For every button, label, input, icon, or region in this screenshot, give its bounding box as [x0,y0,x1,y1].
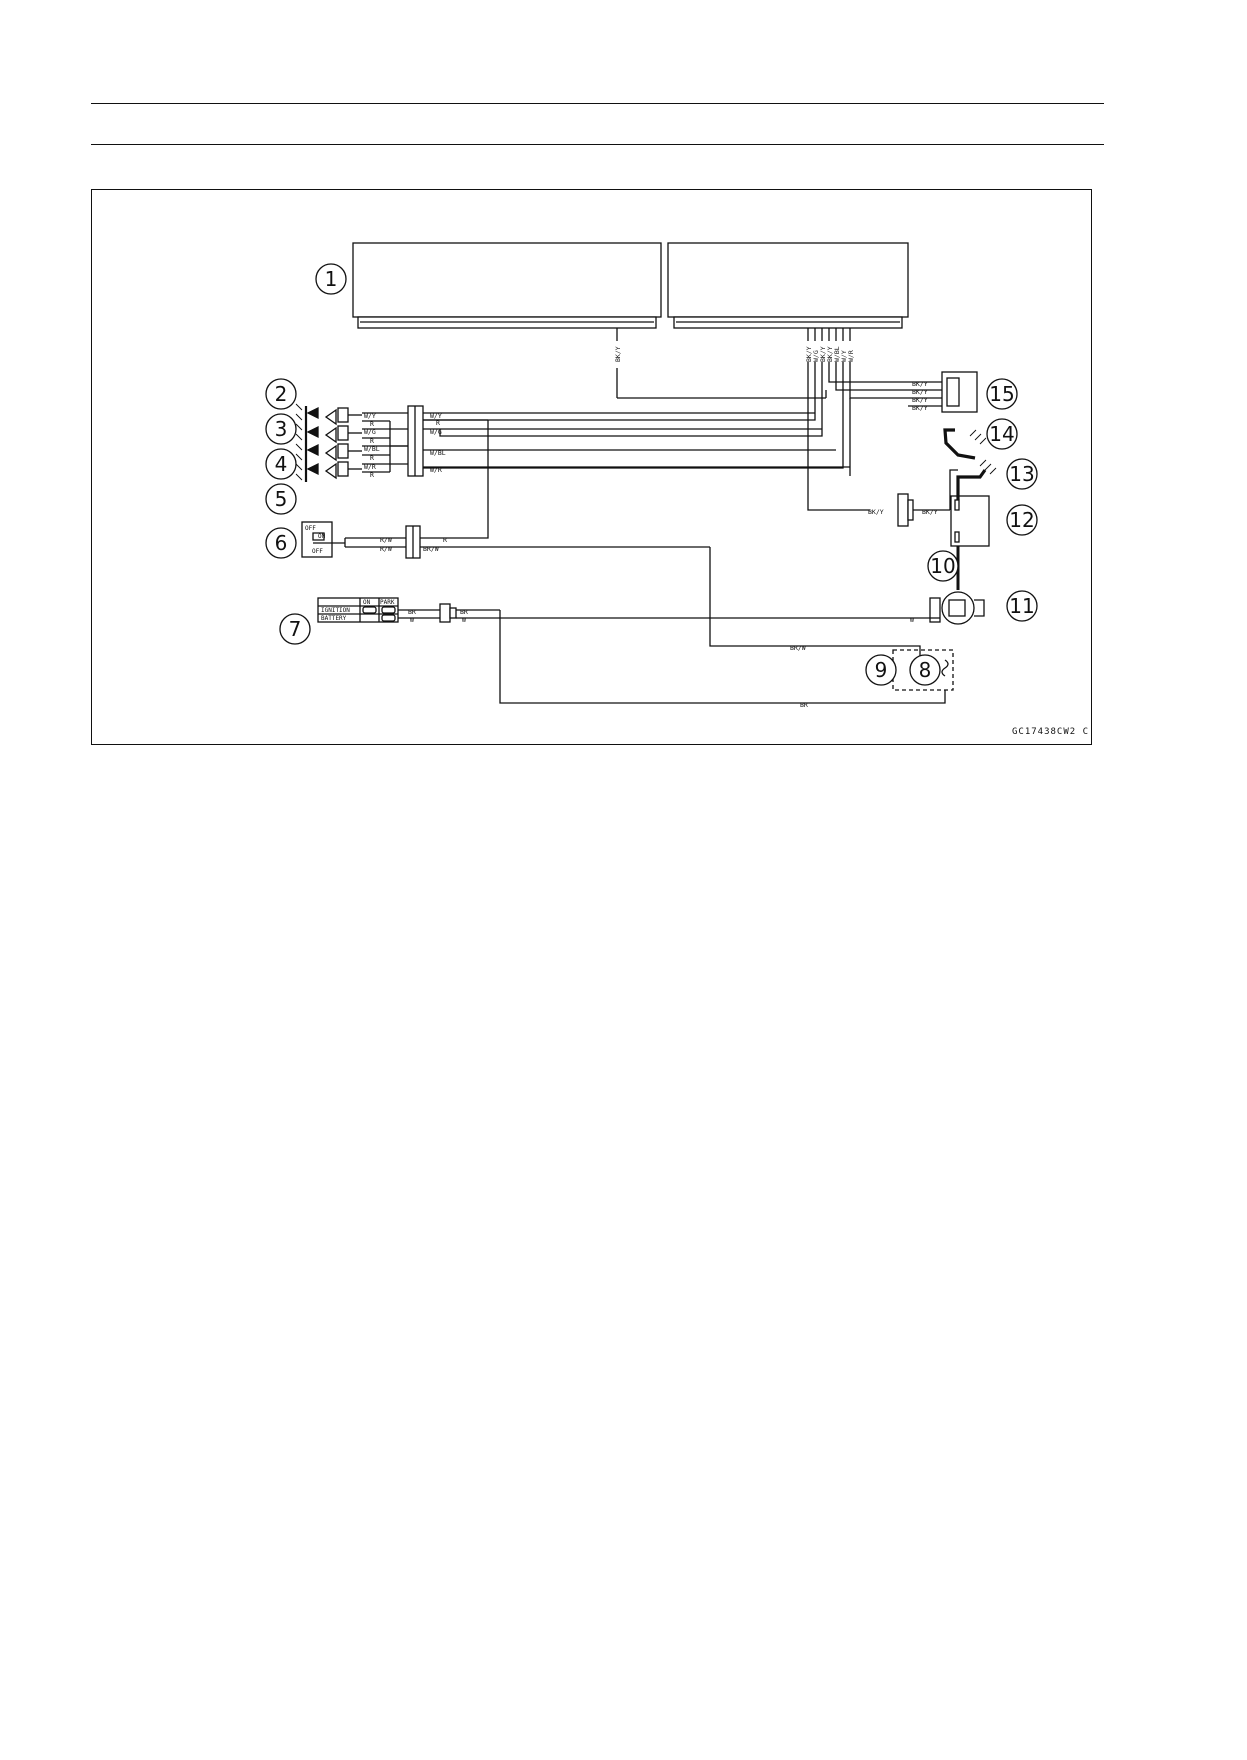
label-ecu-right-5: W/Y [840,350,848,362]
callout-3: 3 [275,417,288,441]
label-ign-left-0: BR [408,608,416,616]
callout-15: 15 [989,382,1014,406]
label-ecu-left: BK/Y [614,346,622,362]
wire-ecu-right-bundle [415,328,908,511]
label-ecu-right-6: W/R [847,350,855,362]
label-ecu-right-4: W/BL [833,346,841,362]
injector-group [295,403,362,482]
label-inj-6: W/R [364,463,376,471]
label-ign-right-0: BR [460,608,468,616]
injector-4 [306,443,362,462]
ecu-box-right [667,242,909,318]
callout-12: 12 [1009,508,1034,532]
ecu-box-left [352,242,662,318]
label-sw6-left-1: R/W [380,545,392,553]
callout-7: 7 [289,617,302,641]
callouts [265,263,1038,686]
callout-8: 8 [919,658,932,682]
wire-injectors-main [423,412,850,539]
label-relay-3: BK/Y [912,404,928,412]
label-ecu-right-1: W/G [812,350,820,362]
label-main-1: BK/Y [922,508,938,516]
label-inj-5: R [370,454,374,462]
label-conn-0: W/Y [430,412,442,420]
sw6-on: ON [318,533,326,540]
callout-10: 10 [930,554,955,578]
header-rule-top [91,103,1104,104]
label-inj-3: R [370,437,374,445]
sw7-col-on: ON [363,599,371,606]
label-main-4: BR [800,701,808,709]
injector-harness-connector [407,405,424,477]
callout-13: 13 [1009,462,1034,486]
callout-2: 2 [275,382,288,406]
sw7-col-park: PARK [380,599,395,606]
label-conn-1: R [436,419,440,427]
callout-5: 5 [275,487,288,511]
ignition-switch-7 [317,597,946,704]
label-sw6-right-1: BR/W [423,545,439,553]
injector-3 [306,425,362,444]
label-sw6-left-0: R/W [380,536,392,544]
label-inj-4: W/BL [364,445,380,453]
callout-11: 11 [1009,594,1034,618]
label-conn-2: W/G [430,428,442,436]
label-ecu-right-2: BK/Y [819,346,827,362]
label-main-0: BK/Y [868,508,884,516]
diagram-frame [91,189,1092,745]
label-inj-1: R [370,420,374,428]
ground-13-14 [943,428,997,500]
injector-5 [306,461,362,480]
label-ign-right-1: W [462,616,466,624]
wire-bky-to-12 [897,469,990,547]
sw7-row-ignition: IGNITION [321,607,350,614]
callout-numbers: 1 2 3 4 5 6 7 8 9 10 11 12 13 14 15 [275,267,1035,682]
wire-ecu-left-bky [616,328,827,399]
sensor-8-9 [892,649,954,691]
label-ign-left-1: W [410,616,414,624]
switch-6 [301,521,921,660]
label-sw6-right-0: R [443,536,447,544]
label-main-2: W [910,616,914,624]
switch-labels: OFF ON OFF ON PARK IGNITION BATTERY [305,525,395,622]
label-conn-4: W/R [430,466,442,474]
label-inj-2: W/G [364,428,376,436]
figure-code: GC17438CW2 C [1012,727,1089,737]
injector-2 [306,406,362,426]
label-inj-7: R [370,471,374,479]
label-relay-2: BK/Y [912,396,928,404]
callout-14: 14 [989,422,1014,446]
sw6-off-bottom: OFF [312,548,323,555]
header-rule-bottom [91,144,1104,145]
label-ecu-right-0: BK/Y [805,346,813,362]
label-relay-1: BK/Y [912,388,928,396]
callout-9: 9 [875,658,888,682]
callout-1: 1 [325,267,338,291]
sensor-10-11 [929,546,985,625]
ecu-unit [352,242,909,329]
sw7-row-battery: BATTERY [321,615,347,622]
callout-4: 4 [275,452,288,476]
wire-injectors-left [362,412,408,473]
label-conn-3: W/BL [430,449,446,457]
sw6-off-top: OFF [305,525,316,532]
callout-6: 6 [275,531,288,555]
label-inj-0: W/Y [364,412,376,420]
label-main-3: BR/W [790,644,806,652]
label-relay-0: BK/Y [912,380,928,388]
wire-labels: BK/Y BK/Y W/G BK/Y BK/Y W/BL W/Y W/R BK/… [364,346,938,709]
label-ecu-right-3: BK/Y [826,346,834,362]
relay-15 [908,371,978,413]
